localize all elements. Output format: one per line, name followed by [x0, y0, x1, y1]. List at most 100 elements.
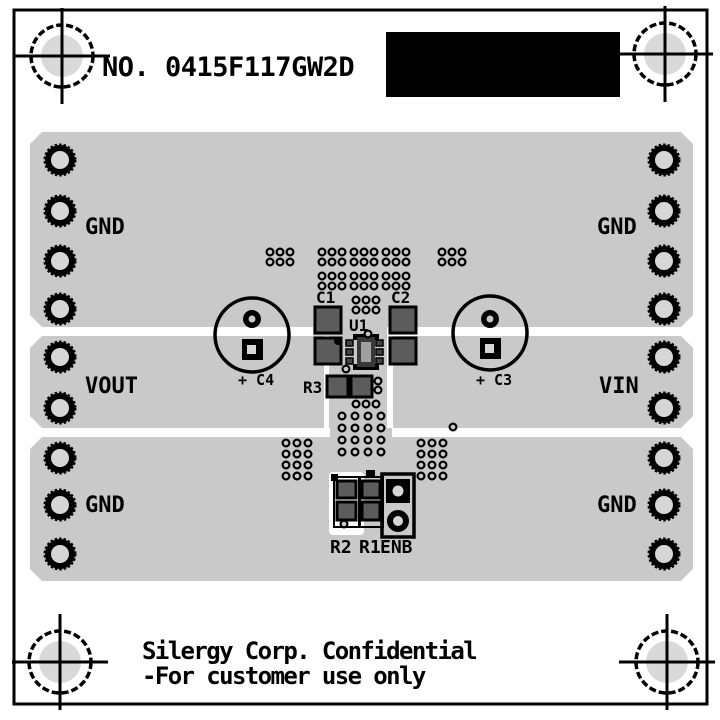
terminal-pad-scallop: [43, 143, 77, 177]
via: [427, 449, 437, 459]
r3-pad-right: [349, 374, 374, 399]
via: [327, 247, 337, 257]
resistor-r3-footprint: R3: [303, 374, 374, 399]
terminal-pad-scallop: [647, 391, 681, 425]
enb-square-pad-hole: [392, 485, 404, 497]
via: [371, 295, 381, 305]
through-hole-pads: [43, 143, 681, 571]
terminal-pad-scallop: [647, 194, 681, 228]
via: [371, 399, 381, 409]
via: [337, 247, 347, 257]
terminal-pad: [45, 294, 75, 324]
r1-pad-bottom: [360, 500, 382, 522]
via: [416, 460, 426, 470]
via: [351, 399, 361, 409]
via: [265, 247, 275, 257]
via: [427, 438, 437, 448]
via: [281, 460, 291, 470]
via: [373, 376, 383, 386]
via: [381, 271, 391, 281]
enb-round-pad: [387, 510, 409, 532]
via: [427, 471, 437, 481]
label-enb: ENB: [380, 537, 413, 558]
capacitor-c2-footprint: C2: [388, 288, 418, 366]
terminal-pad-scallop: [647, 340, 681, 374]
label-gnd-top-right: GND: [597, 215, 637, 240]
terminal-pad: [649, 145, 679, 175]
via: [401, 257, 411, 267]
via: [391, 247, 401, 257]
via: [349, 271, 359, 281]
terminal-pad: [649, 443, 679, 473]
via: [438, 460, 448, 470]
via: [317, 271, 327, 281]
via: [275, 257, 285, 267]
label-c4: + C4: [238, 371, 274, 389]
label-u1: U1: [349, 316, 368, 335]
terminal-pad: [649, 393, 679, 423]
mounting-holes: [12, 6, 715, 710]
c3-body-outline: [451, 294, 529, 372]
via: [337, 411, 347, 421]
r3-pad-left: [325, 374, 350, 399]
via: [363, 447, 373, 457]
terminal-pad-scallop: [43, 244, 77, 278]
c2-pad-top: [388, 305, 418, 335]
via: [438, 471, 448, 481]
via: [369, 257, 379, 267]
via: [373, 385, 383, 395]
via: [437, 257, 447, 267]
via: [381, 281, 391, 291]
via: [339, 519, 349, 529]
via: [337, 271, 347, 281]
via: [317, 247, 327, 257]
terminal-pad-scallop: [647, 441, 681, 475]
via: [303, 471, 313, 481]
c4-body-outline: [213, 296, 291, 374]
via: [359, 271, 369, 281]
via: [292, 460, 302, 470]
terminal-pad: [45, 145, 75, 175]
c1-pad-top: [313, 305, 343, 335]
terminal-pad: [649, 246, 679, 276]
via: [416, 449, 426, 459]
via: [317, 257, 327, 267]
via: [327, 271, 337, 281]
via: [447, 247, 457, 257]
footer-line1: Silergy Corp. Confidential: [142, 637, 476, 665]
via: [438, 438, 448, 448]
label-vout: VOUT: [85, 374, 138, 399]
label-c2: C2: [391, 288, 410, 307]
via: [349, 247, 359, 257]
terminal-pad-scallop: [647, 292, 681, 326]
via: [401, 271, 411, 281]
footer-line2: -For customer use only: [142, 662, 426, 690]
terminal-labels: GND GND VOUT VIN GND GND: [85, 215, 639, 518]
footer-text: Silergy Corp. Confidential -For customer…: [142, 637, 478, 690]
terminal-pad: [649, 539, 679, 569]
via: [427, 460, 437, 470]
copper-bridge-center-column: [330, 427, 392, 438]
via: [438, 449, 448, 459]
via: [303, 449, 313, 459]
via: [337, 281, 347, 291]
via: [361, 399, 371, 409]
r2-corner-mark: [331, 474, 338, 481]
c4-round-pad: [243, 310, 261, 328]
via: [337, 447, 347, 457]
via: [317, 281, 327, 291]
via: [281, 471, 291, 481]
via: [361, 305, 371, 315]
capacitor-c3-footprint: + C3: [451, 294, 529, 389]
label-gnd-bottom-right: GND: [597, 493, 637, 518]
via: [350, 423, 360, 433]
terminal-pad-scallop: [647, 143, 681, 177]
terminal-pad: [649, 294, 679, 324]
via: [281, 449, 291, 459]
via: [376, 423, 386, 433]
via: [416, 438, 426, 448]
via: [285, 257, 295, 267]
via: [337, 257, 347, 267]
via: [363, 435, 373, 445]
terminal-pad-scallop: [43, 340, 77, 374]
